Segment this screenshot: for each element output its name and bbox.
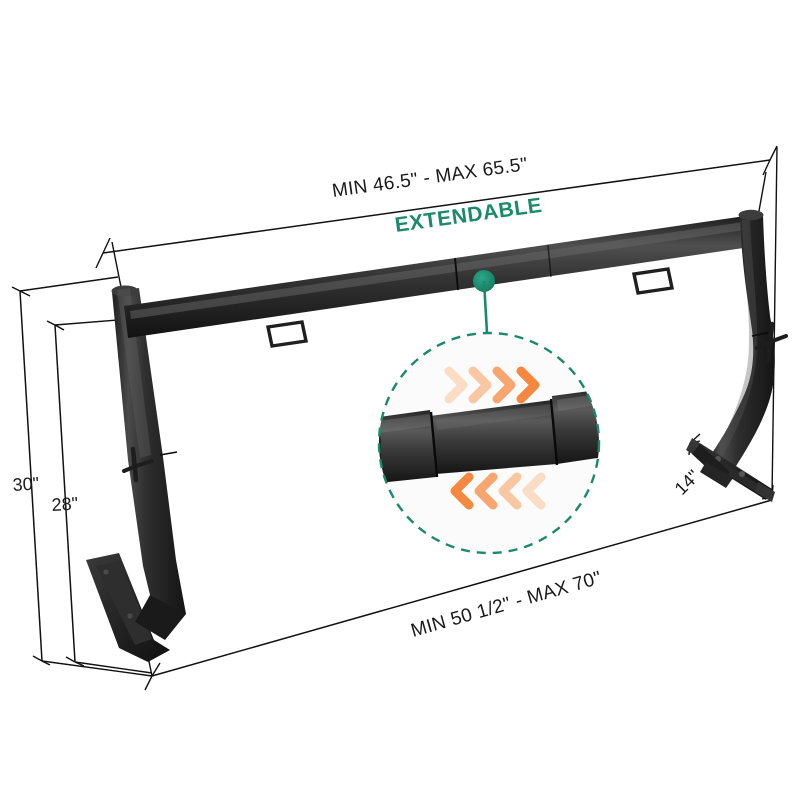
right-upright-post [706, 209, 775, 476]
tie-down-hook-right [755, 321, 788, 363]
top-width-dimension [95, 145, 778, 293]
callout-leader [473, 270, 495, 334]
chevrons-left [450, 472, 546, 510]
chevrons-right [444, 366, 540, 404]
bottom-width-label: MIN 50 1/2" - MAX 70" [409, 568, 604, 642]
top-width-label: MIN 46.5" - MAX 65.5" [331, 154, 529, 202]
extendable-label: EXTENDABLE [394, 194, 544, 237]
overall-height-dimension [11, 276, 153, 677]
left-upright-post [111, 285, 186, 628]
crossbar-height-label: 28" [51, 493, 79, 515]
depth-label: 14" [671, 466, 704, 499]
tie-down-hook-left [122, 446, 154, 483]
detail-circle-boundary [377, 331, 601, 555]
tie-down-loop-right [631, 267, 675, 295]
crossbar [124, 215, 757, 338]
telescoping-tube-detail [377, 331, 601, 555]
left-base-plate [86, 553, 186, 662]
overall-height-label: 30" [12, 473, 40, 495]
tie-down-loop-left [265, 320, 309, 348]
right-base-bracket [686, 438, 775, 502]
